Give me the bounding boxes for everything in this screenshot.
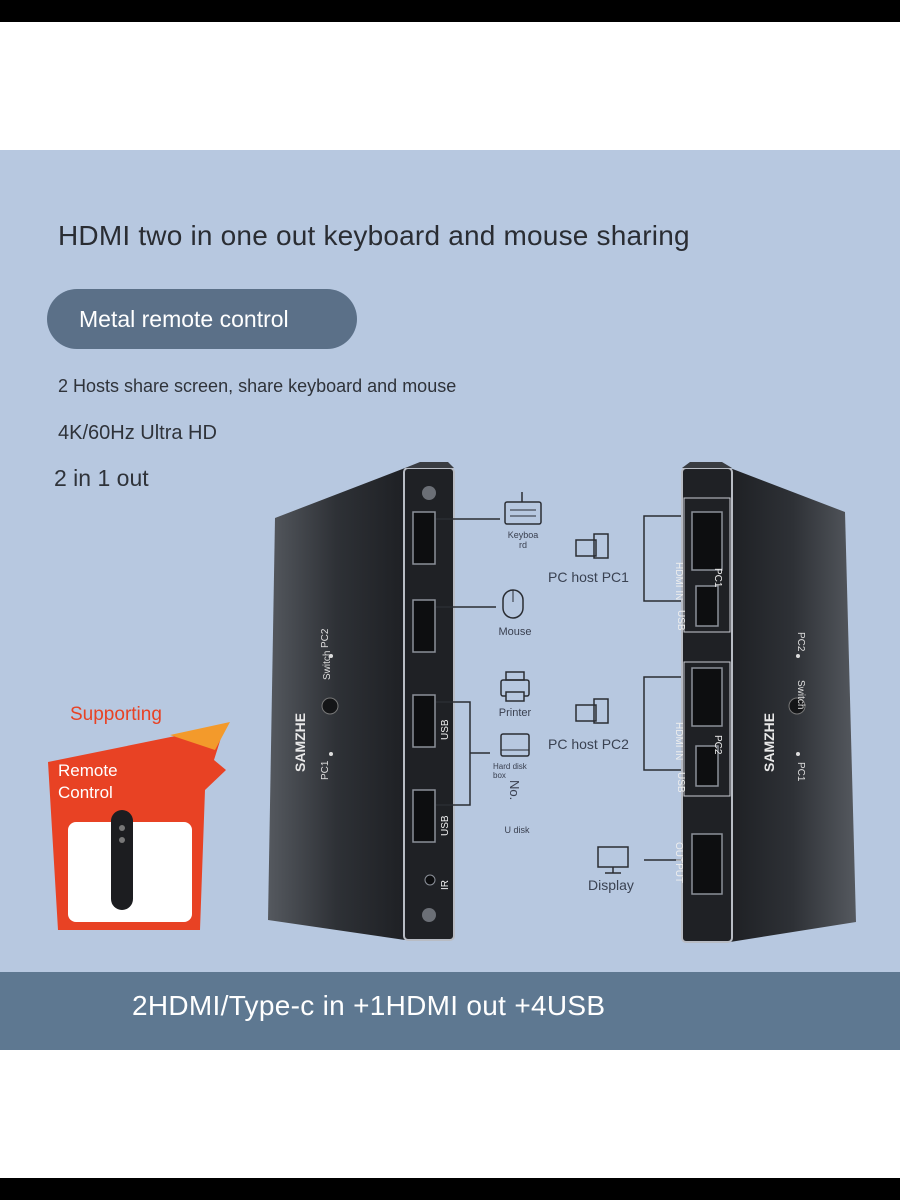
label-display: Display [588,877,634,893]
label-ir: IR [440,880,451,890]
top-black-bar [0,0,900,22]
feature-share: 2 Hosts share screen, share keyboard and… [58,376,457,396]
remote-supporting-text: Supporting [70,704,162,725]
footer-spec: 2HDMI/Type-c in +1HDMI out +4USB [132,990,606,1021]
label-pc2-right-port: PC2 [712,735,723,755]
usb-port [412,599,436,653]
feature-resolution: 4K/60Hz Ultra HD [58,422,217,444]
hard-disk-icon [500,733,530,757]
pc-host-icon [575,533,609,559]
hdmi-out-port [691,833,723,895]
headline: HDMI two in one out keyboard and mouse s… [58,220,690,251]
hdmi-port [691,511,723,571]
printer-icon [500,671,530,702]
feature-ports: 2 in 1 out [54,465,149,491]
bottom-black-bar [0,1178,900,1200]
label-pc1-right-port: PC1 [712,568,723,588]
usb-port [412,694,436,748]
devices-illustration: SAMZHE [48,462,856,943]
usb-port [412,789,436,843]
right-switch-device: SAMZHE [681,462,856,943]
switch-button-icon [321,697,339,715]
label-usb-right-2: USB [675,772,686,793]
product-panel: HDMI two in one out keyboard and mouse s… [0,150,900,1050]
label-u-disk: U disk [504,825,530,835]
ir-sensor [424,874,436,886]
left-switch-device: SAMZHE [268,462,500,941]
brand-right: SAMZHE [761,713,777,772]
label-no: No. [507,780,522,801]
label-output: OUTPUT [673,842,684,884]
screw-icon [422,908,436,922]
metal-remote-pill: Metal remote control [47,289,357,349]
usb-c-port [695,745,719,787]
label-pc2-left: PC2 [320,628,331,648]
hdmi-port [691,667,723,727]
label-usb-port-4: USB [440,815,451,836]
pc-host-icon [575,698,609,724]
label-keyboard: Keyboa rd [507,530,539,550]
screw-icon [422,486,436,500]
label-printer: Printer [498,707,532,719]
label-hdmi-in-2: HDMI IN [673,722,684,761]
remote-control-text: Remote Control [58,761,118,802]
label-pc-host-2: PC host PC2 [548,736,629,752]
label-usb-right-1: USB [675,610,686,631]
label-pc-host-1: PC host PC1 [548,569,629,585]
label-mouse: Mouse [498,626,532,638]
display-icon [597,846,629,874]
usb-port [412,511,436,565]
label-usb-port-3: USB [440,719,451,740]
label-hard-disk: Hard disk box [493,762,527,780]
switch-button-icon [788,697,806,715]
remote-control-icon [111,810,133,910]
remote-badge [48,722,230,930]
footer-band: 2HDMI/Type-c in +1HDMI out +4USB [0,972,900,1050]
label-switch-right: Switch [795,680,806,710]
label-switch-left: Switch [322,650,333,680]
label-pc1-right: PC1 [795,762,806,782]
brand-left: SAMZHE [292,713,308,772]
label-pc2-right: PC2 [795,632,806,652]
label-hdmi-in-1: HDMI IN [673,562,684,601]
mouse-icon [502,589,524,619]
keyboard-icon [504,492,542,525]
label-pc1-left: PC1 [320,760,331,780]
usb-c-port [695,585,719,627]
